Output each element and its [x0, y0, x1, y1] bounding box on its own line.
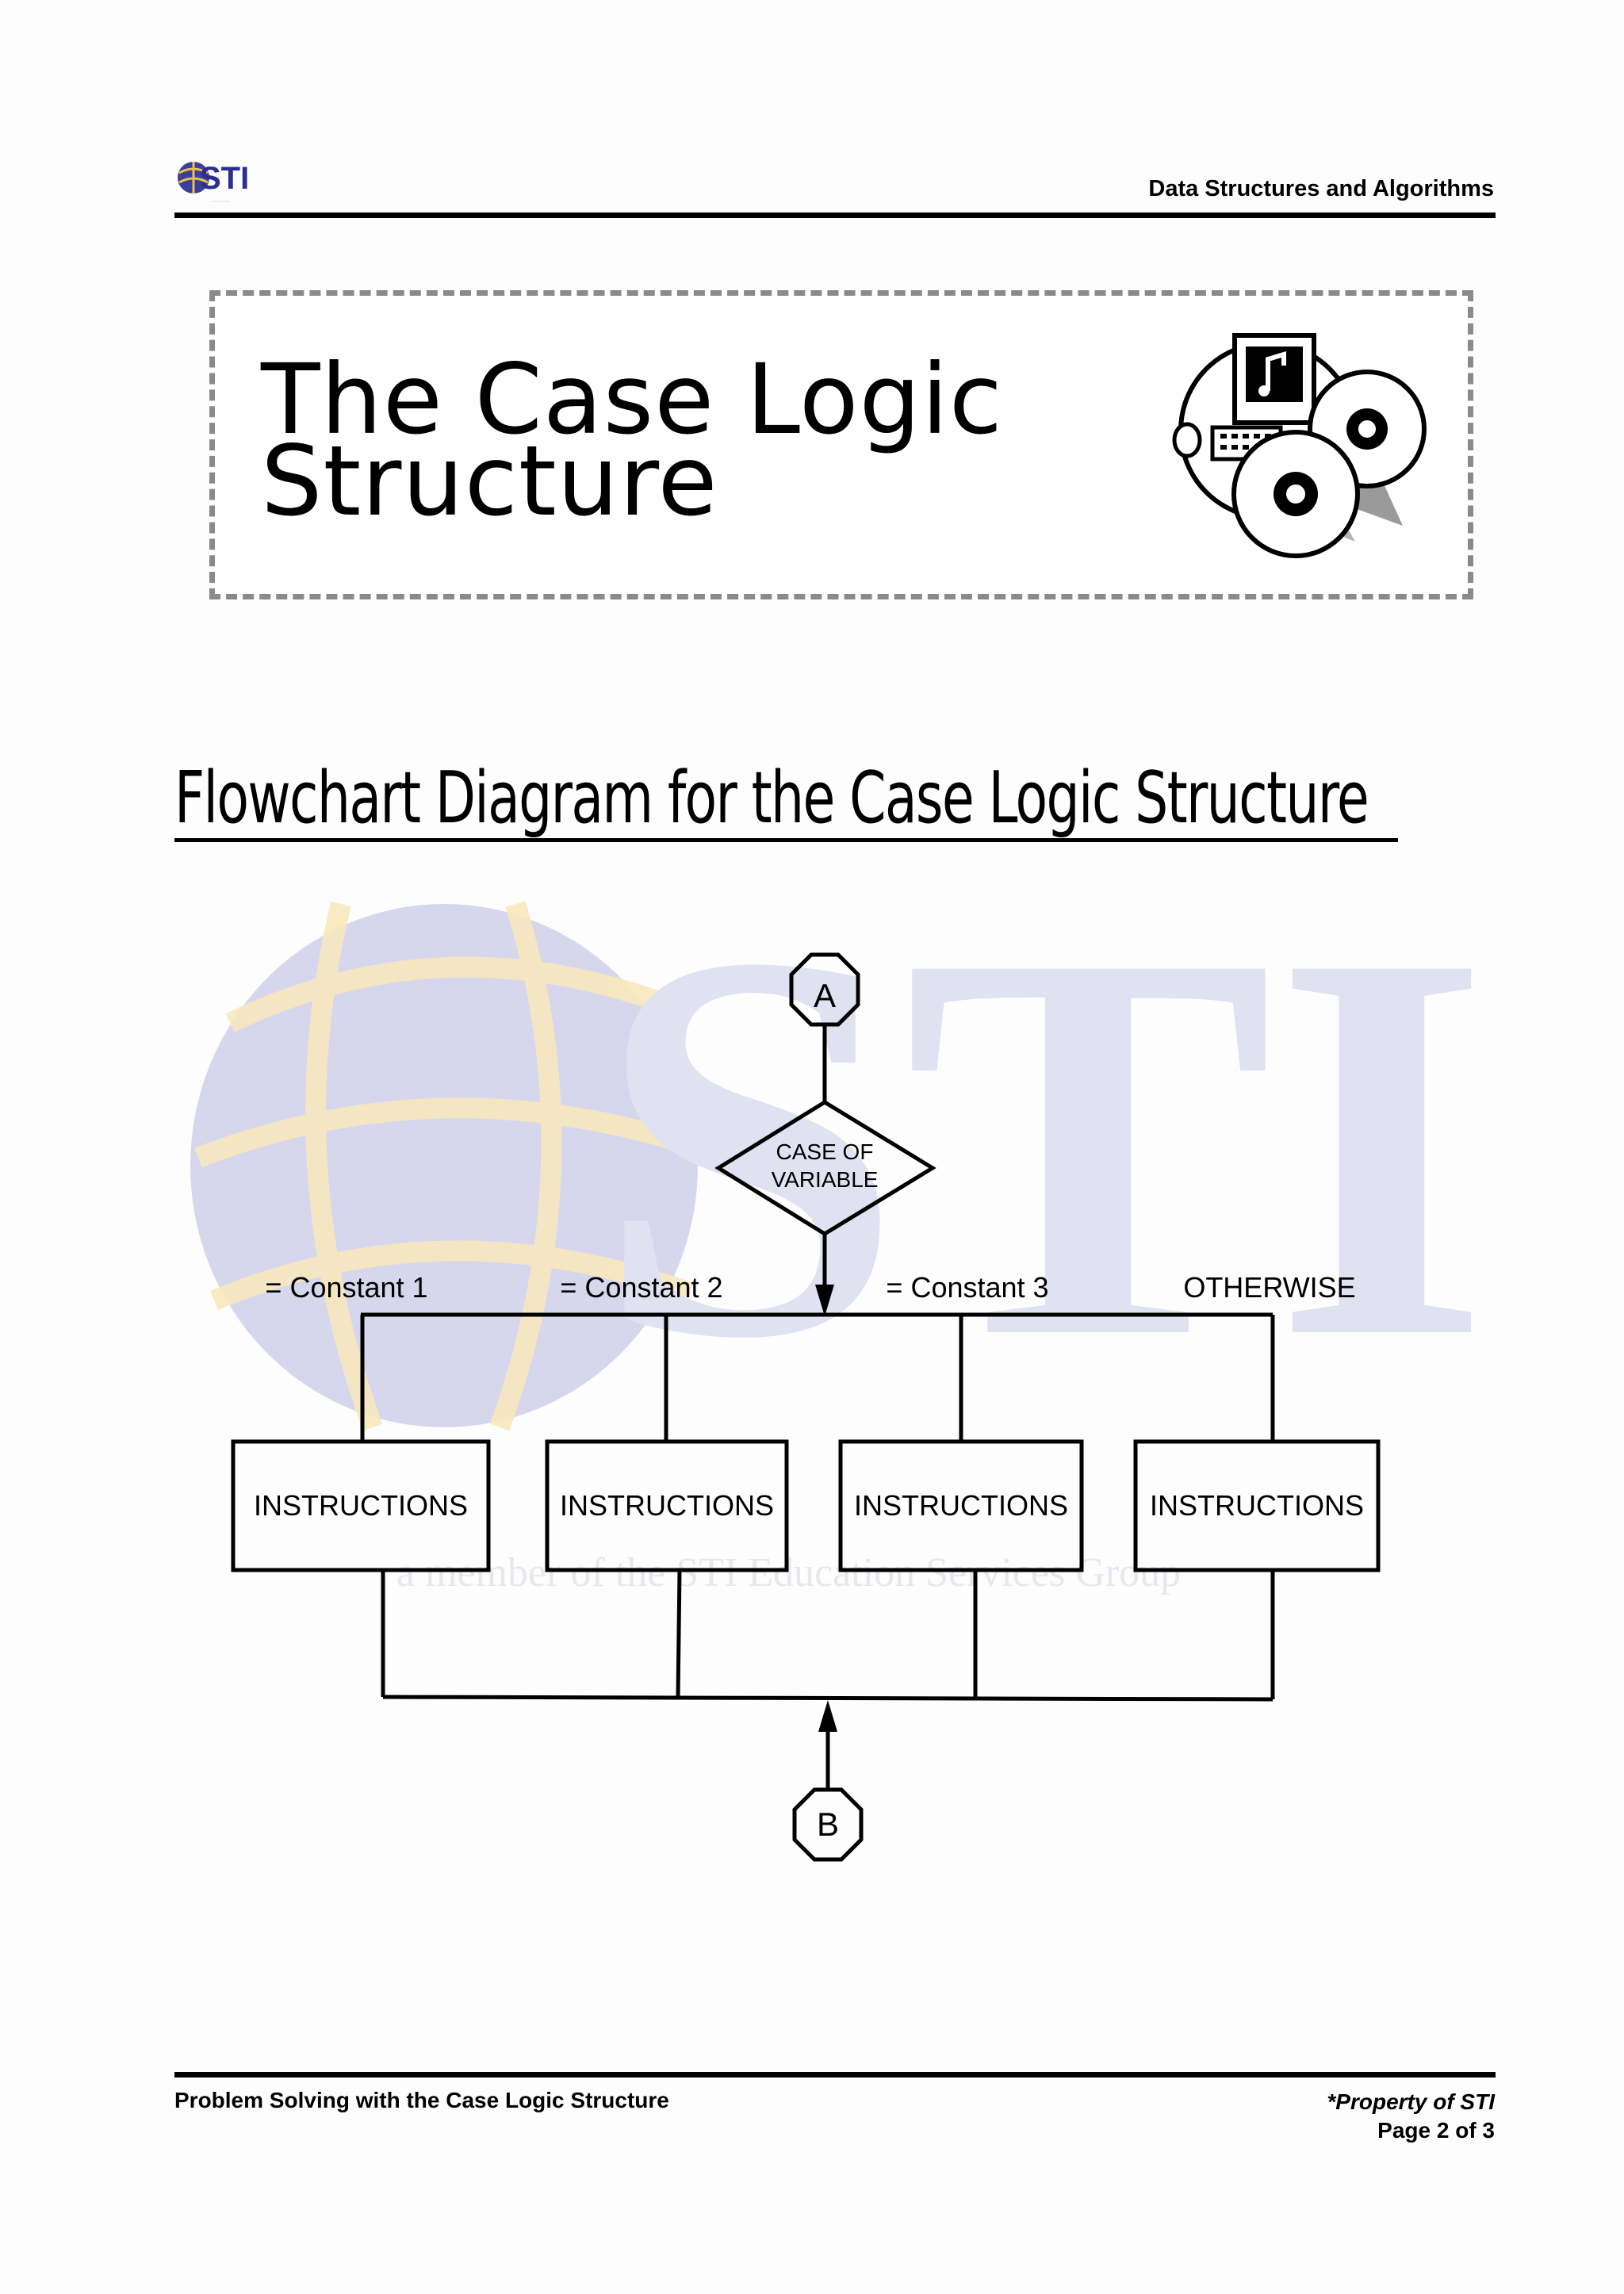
connector-b-shape: [792, 1787, 864, 1862]
arrowhead-down: [815, 1285, 834, 1316]
watermark-tagline: a member of the STI Education Services G…: [396, 1550, 1181, 1595]
section-heading: Flowchart Diagram for the Case Logic Str…: [174, 756, 1369, 840]
computer-music-clipart-icon: [1172, 333, 1427, 558]
title-box: The Case Logic Structure: [209, 290, 1473, 599]
header-title: Data Structures and Algorithms: [1148, 176, 1494, 201]
flow-line: [676, 1569, 682, 1698]
connector-a-label: A: [814, 977, 836, 1014]
header-rule: [174, 213, 1496, 218]
instructions-box-2: [545, 1439, 789, 1572]
footer-right: *Property of STI Page 2 of 3: [1327, 2088, 1495, 2145]
heading-underline: [174, 838, 1398, 842]
branch-label-1: = Constant 1: [265, 1271, 427, 1304]
instructions-box-4: [1133, 1439, 1381, 1572]
instructions-label-3: INSTRUCTIONS: [854, 1489, 1068, 1522]
branch-label-4: OTHERWISE: [1183, 1271, 1355, 1304]
svg-text:STI: STI: [200, 161, 249, 196]
decision-label-line2: VARIABLE: [772, 1167, 879, 1192]
branch-label-3: = Constant 3: [886, 1271, 1048, 1304]
instructions-label-4: INSTRUCTIONS: [1150, 1489, 1364, 1522]
instructions-box-3: [838, 1439, 1084, 1572]
arrowhead-up: [818, 1700, 837, 1732]
watermark-logo: STI: [595, 838, 1483, 1453]
merge-bus-line: [382, 1695, 1274, 1702]
instructions-box-1: [231, 1439, 491, 1572]
page-title: The Case Logic Structure: [261, 343, 1003, 538]
decision-label-line1: CASE OF: [776, 1139, 874, 1164]
footer-rule: [174, 2072, 1496, 2078]
sti-logo: STI ·········: [178, 161, 249, 205]
instructions-label-1: INSTRUCTIONS: [254, 1489, 468, 1522]
branch-label-2: = Constant 2: [560, 1271, 722, 1304]
instructions-label-2: INSTRUCTIONS: [560, 1489, 774, 1522]
connector-a-shape: [789, 952, 860, 1027]
footer-document-title: Problem Solving with the Case Logic Stru…: [174, 2088, 669, 2112]
svg-text:·········: ·········: [213, 199, 229, 205]
connector-b-label: B: [817, 1806, 839, 1843]
footer-property: *Property of STI: [1327, 2089, 1495, 2114]
page-number: Page 2 of 3: [1377, 2118, 1495, 2143]
sti-watermark: STI a member of the STI Education Servic…: [190, 838, 1483, 1595]
